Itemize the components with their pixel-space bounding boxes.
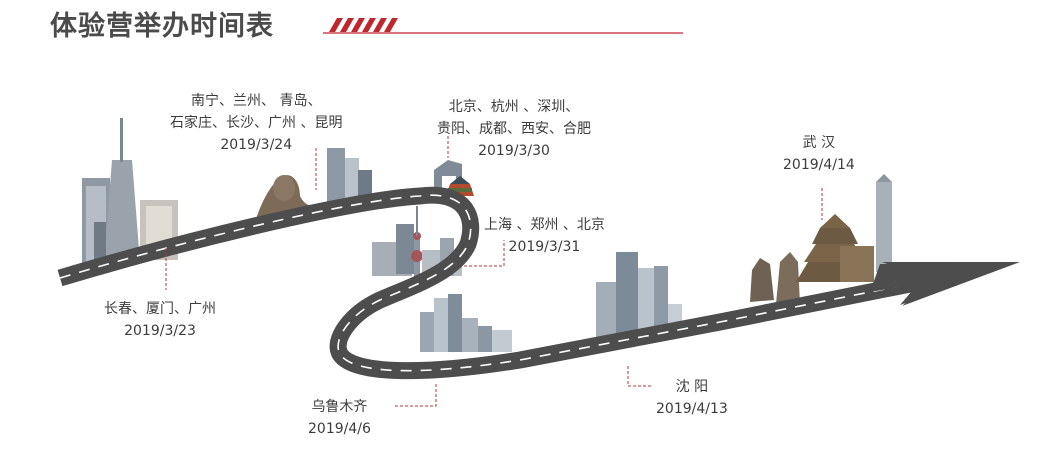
- stop-date: 2019/3/23: [124, 323, 196, 339]
- stop-cities-line2: 石家庄、长沙、广州 、昆明: [170, 115, 343, 131]
- stop-cities: 乌鲁木齐: [311, 399, 368, 415]
- shenyang-skyline: [596, 252, 682, 340]
- stop-cities-line2: 贵阳、成都、西安、合肥: [437, 121, 591, 137]
- stop-cities: 武 汉: [802, 135, 836, 151]
- stop-cities-line1: 北京、杭州 、深圳、: [448, 99, 580, 115]
- stop-cities: 上海 、郑州 、北京: [484, 217, 605, 233]
- stop-label-nanning: 南宁、兰州、 青岛、 石家庄、长沙、广州 、昆明 2019/3/24: [170, 90, 342, 156]
- stop-date: 2019/3/31: [508, 239, 581, 255]
- red-slash-stripes: [329, 18, 398, 32]
- leader-lines: [165, 136, 823, 407]
- stop-date: 2019/3/24: [220, 137, 293, 153]
- stop-cities-line1: 南宁、兰州、 青岛、: [191, 93, 322, 109]
- wuhan-skyline: [750, 174, 892, 304]
- stop-cities: 长春、厦门、广州: [104, 301, 216, 317]
- stop-label-changchun: 长春、厦门、广州 2019/3/23: [104, 298, 216, 342]
- arrow-body: [870, 262, 1018, 305]
- stop-date: 2019/4/14: [783, 157, 855, 173]
- stop-date: 2019/4/13: [656, 401, 728, 417]
- title-decoration: [323, 18, 683, 34]
- stop-label-beijing: 北京、杭州 、深圳、 贵阳、成都、西安、合肥 2019/3/30: [437, 96, 591, 162]
- urumqi-skyline: [420, 294, 512, 352]
- stop-label-urumqi: 乌鲁木齐 2019/4/6: [308, 396, 371, 440]
- page-title: 体验营举办时间表: [50, 11, 274, 42]
- road-lane-markings: [59, 194, 901, 372]
- stop-date: 2019/3/30: [478, 143, 550, 159]
- stop-label-wuhan: 武 汉 2019/4/14: [783, 132, 855, 176]
- stop-cities: 沈 阳: [675, 379, 709, 395]
- stop-date: 2019/4/6: [308, 421, 371, 437]
- stop-label-shanghai: 上海 、郑州 、北京 2019/3/31: [484, 214, 605, 258]
- stop-label-shenyang: 沈 阳 2019/4/13: [656, 376, 728, 420]
